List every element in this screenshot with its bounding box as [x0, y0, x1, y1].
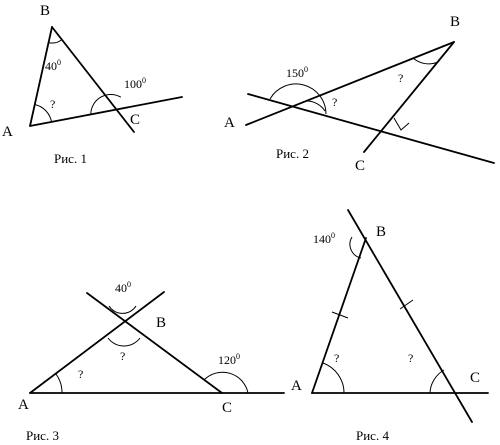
- fig4-point-A: A: [291, 378, 302, 394]
- fig3-point-B: B: [156, 315, 166, 331]
- fig1-line-AC-extended: [29, 96, 183, 127]
- fig1-angle-A-unknown: ?: [50, 97, 55, 111]
- fig2-line-AB: [245, 41, 455, 126]
- fig3-line-BC-extended: [86, 292, 223, 394]
- fig4-point-B: B: [376, 224, 386, 240]
- fig1-line-AB: [29, 26, 53, 127]
- fig3-angle-vertical-label: 400: [115, 280, 131, 295]
- figure-2: A B C 1500 ? ? Рис. 2: [224, 14, 495, 174]
- fig4-point-C: C: [470, 370, 480, 386]
- figure-3: A B C 400 1200 ? ? Рис. 3: [18, 280, 285, 443]
- fig1-point-B: B: [40, 3, 50, 19]
- fig3-caption: Рис. 3: [26, 428, 59, 443]
- fig3-arc-vertical-angle: [108, 305, 137, 314]
- fig3-angle-B-unknown: ?: [120, 349, 125, 363]
- fig4-caption: Рис. 4: [356, 428, 389, 443]
- fig4-arc-angle-A: [322, 362, 345, 394]
- fig2-point-C: C: [355, 158, 365, 174]
- fig2-angle-exterior-label: 1500: [286, 65, 308, 80]
- fig1-caption: Рис. 1: [54, 151, 87, 166]
- fig2-caption: Рис. 2: [276, 146, 309, 161]
- fig3-angle-exterior-C-label: 1200: [218, 352, 240, 367]
- fig3-arc-exterior-C: [203, 371, 249, 394]
- fig2-line-BC: [363, 41, 455, 153]
- fig2-arc-angle-A: [305, 100, 326, 112]
- fig3-arc-angle-A: [55, 373, 63, 394]
- fig3-point-A: A: [18, 397, 29, 413]
- fig3-arc-angle-B: [107, 337, 141, 347]
- fig2-point-A: A: [224, 115, 235, 131]
- fig4-line-AB: [311, 237, 367, 394]
- fig2-point-B: B: [450, 14, 460, 30]
- fig4-angle-C-unknown: ?: [408, 351, 413, 365]
- fig1-point-A: A: [2, 124, 13, 140]
- fig4-line-BC-extended: [347, 209, 473, 423]
- fig3-line-AB-extended: [29, 291, 165, 394]
- fig4-tick-BC: [399, 299, 414, 310]
- fig4-angle-exterior-B-label: 1400: [313, 231, 335, 246]
- figure-1: A B C 400 1000 ? Рис. 1: [2, 3, 183, 166]
- fig2-arc-angle-B: [412, 57, 439, 65]
- fig4-tick-AB: [331, 311, 349, 319]
- fig1-arc-angle-B: [48, 39, 63, 44]
- fig3-angle-A-unknown: ?: [78, 367, 83, 381]
- fig1-angle-exterior-C-label: 1000: [124, 76, 146, 91]
- fig1-arc-angle-A: [34, 104, 53, 123]
- fig4-angle-A-unknown: ?: [334, 351, 339, 365]
- fig2-right-angle-mark: [393, 117, 410, 131]
- fig1-angle-B-label: 400: [45, 58, 61, 73]
- fig4-arc-angle-C: [429, 369, 445, 394]
- figure-4: A B C 1400 ? ? Рис. 4: [291, 209, 489, 443]
- fig1-line-BC-extended: [51, 26, 135, 133]
- fig4-arc-exterior-B: [349, 236, 362, 259]
- fig3-point-C: C: [222, 400, 232, 416]
- fig1-point-C: C: [130, 112, 140, 128]
- fig1-arc-exterior-C: [90, 93, 122, 115]
- fig2-secant-line: [247, 93, 495, 164]
- fig2-arc-exterior-angle: [269, 83, 327, 115]
- fig2-angle-B-unknown: ?: [398, 71, 403, 85]
- fig2-angle-A-unknown: ?: [332, 95, 337, 109]
